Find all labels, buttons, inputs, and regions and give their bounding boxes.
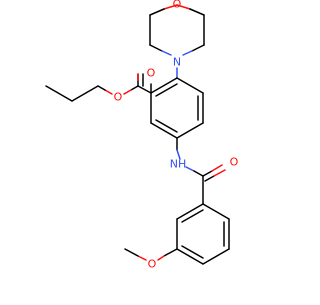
bond: [149, 44, 163, 52]
bond: [130, 85, 139, 91]
bond: [124, 248, 139, 257]
methoxy-group: [124, 248, 178, 261]
amide-group: [176, 137, 226, 205]
bond: [176, 122, 204, 139]
bond: [202, 170, 213, 177]
bond: [181, 245, 204, 259]
bond: [157, 255, 165, 261]
bond: [104, 89, 113, 95]
structure-svg: O N O O NH O O: [45, 0, 239, 271]
bond: [191, 44, 205, 52]
bond: [149, 8, 165, 16]
methoxy-oxygen-label: O: [148, 258, 157, 271]
bond: [213, 169, 226, 177]
amide-nh-label: NH: [170, 158, 187, 171]
ester-oxygen-label: O: [114, 91, 123, 104]
bond: [137, 85, 152, 94]
bond: [163, 248, 178, 257]
bond: [45, 85, 73, 102]
bond: [161, 50, 172, 56]
bond: [155, 83, 178, 97]
morpholine-ring: [149, 4, 205, 79]
bond: [176, 248, 204, 265]
bond: [97, 85, 106, 91]
bond: [71, 85, 99, 102]
propyl-ester-group: [45, 73, 152, 102]
bond: [211, 164, 223, 172]
bond: [189, 8, 205, 16]
bond: [202, 203, 230, 220]
bond: [176, 77, 204, 94]
bond: [137, 255, 147, 261]
bond: [181, 209, 204, 223]
morpholine-oxygen-label: O: [173, 0, 182, 11]
bond: [123, 89, 132, 95]
bond: [182, 50, 193, 56]
bond: [155, 119, 178, 133]
bond: [150, 122, 178, 139]
methoxyphenyl-ring: [176, 203, 230, 265]
bond: [176, 149, 181, 160]
central-benzene-ring: [150, 77, 204, 139]
bond: [176, 4, 191, 10]
ester-carbonyl-oxygen-label: O: [147, 67, 156, 80]
bond: [185, 166, 195, 172]
bond: [150, 77, 178, 94]
bond: [163, 4, 178, 10]
bond: [202, 248, 230, 265]
molecule-diagram: O N O O NH O O: [45, 0, 239, 271]
amide-oxygen-label: O: [230, 156, 239, 169]
bond: [176, 203, 204, 220]
bond: [204, 175, 215, 182]
morpholine-nitrogen-label: N: [173, 56, 181, 69]
bond: [193, 170, 204, 177]
